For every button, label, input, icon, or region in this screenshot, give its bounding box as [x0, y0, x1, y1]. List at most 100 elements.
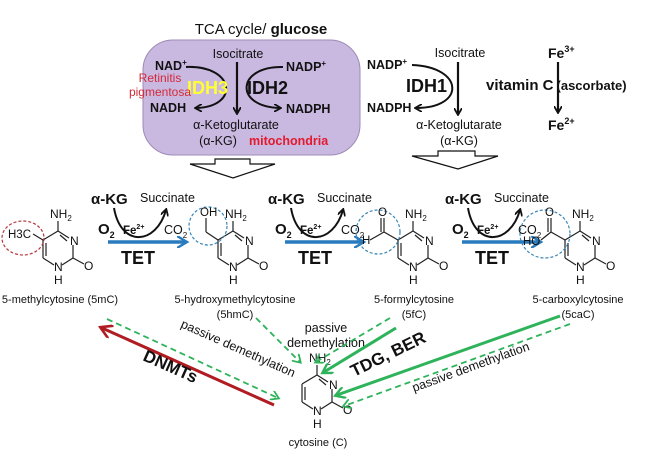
succinate-label: Succinate — [140, 191, 195, 205]
formyl-oxygen-label: O — [378, 207, 387, 219]
bond — [316, 374, 329, 383]
o2-label: O2 — [452, 221, 469, 240]
bond — [232, 230, 245, 239]
tdg-5fc-arrow — [324, 326, 397, 372]
carboxyl-oxygen-label: O — [545, 207, 554, 219]
bond — [369, 231, 385, 241]
bond — [594, 257, 607, 265]
fe2-label: Fe2+ — [548, 116, 575, 133]
bond — [32, 233, 44, 241]
tet-enzyme-label: TET — [298, 248, 332, 268]
disease-label-line1: Retinitis — [139, 71, 182, 85]
co2-label: CO2 — [164, 223, 188, 240]
o2-label: O2 — [275, 221, 292, 240]
ring-h-label: H — [576, 273, 585, 287]
bond — [427, 257, 440, 265]
ring-nh-label: N — [229, 260, 238, 274]
amino-group-label: NH2 — [50, 207, 72, 223]
bond — [414, 234, 423, 242]
molecule-abbr-label: (5caC) — [561, 309, 594, 321]
tdg-5cac-arrow — [337, 314, 561, 395]
bond — [234, 234, 243, 242]
molecule-name-label: 5-methylcytosine (5mC) — [2, 294, 118, 306]
ring-nitrogen-label: N — [592, 234, 601, 248]
carbonyl-oxygen-label: O — [84, 259, 93, 273]
bond — [579, 230, 592, 239]
co2-label: CO2 — [341, 223, 365, 240]
bond — [331, 401, 344, 409]
o2-label: O2 — [98, 221, 115, 240]
fe2-cofactor-label: Fe2+ — [477, 224, 498, 237]
molecule-abbr-label: (5fC) — [402, 309, 426, 321]
carboxyl-hydroxyl-label: HO — [523, 236, 540, 248]
amino-group-label: NH2 — [405, 207, 427, 223]
fe2-cofactor-label: Fe2+ — [123, 224, 144, 237]
hydroxymethyl-highlight-circle — [188, 206, 228, 246]
carboxyl-highlight-circle — [519, 209, 571, 259]
amino-group-label: NH2 — [225, 207, 247, 223]
formyl-hydrogen-label: H — [362, 235, 370, 247]
dnmts-arrow — [102, 328, 275, 407]
bond — [205, 231, 219, 241]
ring-nh-label: N — [576, 260, 585, 274]
bond — [564, 230, 581, 241]
nadph-label: NADPH — [286, 102, 330, 116]
succinate-label: Succinate — [317, 191, 372, 205]
bond — [416, 257, 429, 266]
cyto-nadp-label: NADP+ — [367, 57, 407, 72]
passive-5mc-arrow — [106, 318, 278, 398]
akg-to-succinate-arrow — [467, 208, 520, 238]
bond — [247, 257, 260, 265]
passive-mid-label-1: passive — [305, 321, 347, 335]
bond — [72, 257, 85, 265]
ring-nitrogen-label: N — [425, 234, 434, 248]
akg-label-line2: (α-KG) — [199, 134, 237, 148]
bond — [301, 374, 318, 385]
idh3-curve-arrow — [185, 65, 227, 108]
idh2-label: IDH2 — [247, 78, 288, 98]
akg-to-succinate-arrow — [113, 208, 166, 238]
ring-nh-label: N — [409, 260, 418, 274]
bond — [397, 230, 414, 241]
nad-label: NAD+ — [155, 58, 187, 73]
passive-mid-label-2: demethylation — [287, 336, 365, 350]
bottom-arrows: DNMTs passive demethylation passive deme… — [102, 314, 571, 407]
cytoplasm-panel: Isocitrate NADP+ NADPH IDH1 α-Ketoglutar… — [367, 46, 502, 148]
carbonyl-oxygen-label: O — [343, 403, 352, 417]
mito-heading: TCA cycle/ glucose — [195, 21, 328, 38]
molecule-abbr-label: (5hmC) — [217, 309, 254, 321]
molecule-name-label: 5-carboxylcytosine — [532, 294, 623, 306]
mito-output-arrow — [189, 158, 276, 179]
vitamin-c-label: vitamin C(ascorbate) — [486, 77, 627, 94]
bond — [217, 230, 234, 241]
akg-to-succinate-arrow — [290, 208, 343, 238]
mitochondria-label: mitochondria — [249, 134, 329, 148]
nadp-label: NADP+ — [286, 59, 326, 74]
bond — [61, 257, 74, 266]
bond — [320, 401, 333, 410]
carbonyl-oxygen-label: O — [606, 259, 615, 273]
cyto-akg-line2: (α-KG) — [440, 134, 478, 148]
bond — [583, 257, 596, 266]
ring-nitrogen-label: N — [70, 234, 79, 248]
amino-group-label: NH2 — [572, 207, 594, 223]
bond — [301, 401, 314, 410]
cyto-akg-line1: α-Ketoglutarate — [416, 118, 502, 132]
mitochondria-panel: TCA cycle/ glucose Isocitrate NAD+ NADH … — [129, 21, 361, 156]
carbonyl-oxygen-label: O — [439, 259, 448, 273]
akg-cofactor-label: α-KG — [91, 191, 128, 208]
isocitrate-label: Isocitrate — [213, 47, 264, 61]
ring-h-label: H — [229, 273, 238, 287]
idh1-label: IDH1 — [406, 76, 447, 96]
bond — [412, 230, 425, 239]
dnmts-label: DNMTs — [140, 346, 200, 387]
fe2-cofactor-label: Fe2+ — [300, 224, 321, 237]
bond — [42, 230, 59, 241]
bond — [550, 231, 566, 241]
ring-nh-label: N — [54, 260, 63, 274]
idh1-curve-arrow — [411, 64, 454, 108]
molecule-name-label: cytosine (C) — [289, 437, 348, 449]
